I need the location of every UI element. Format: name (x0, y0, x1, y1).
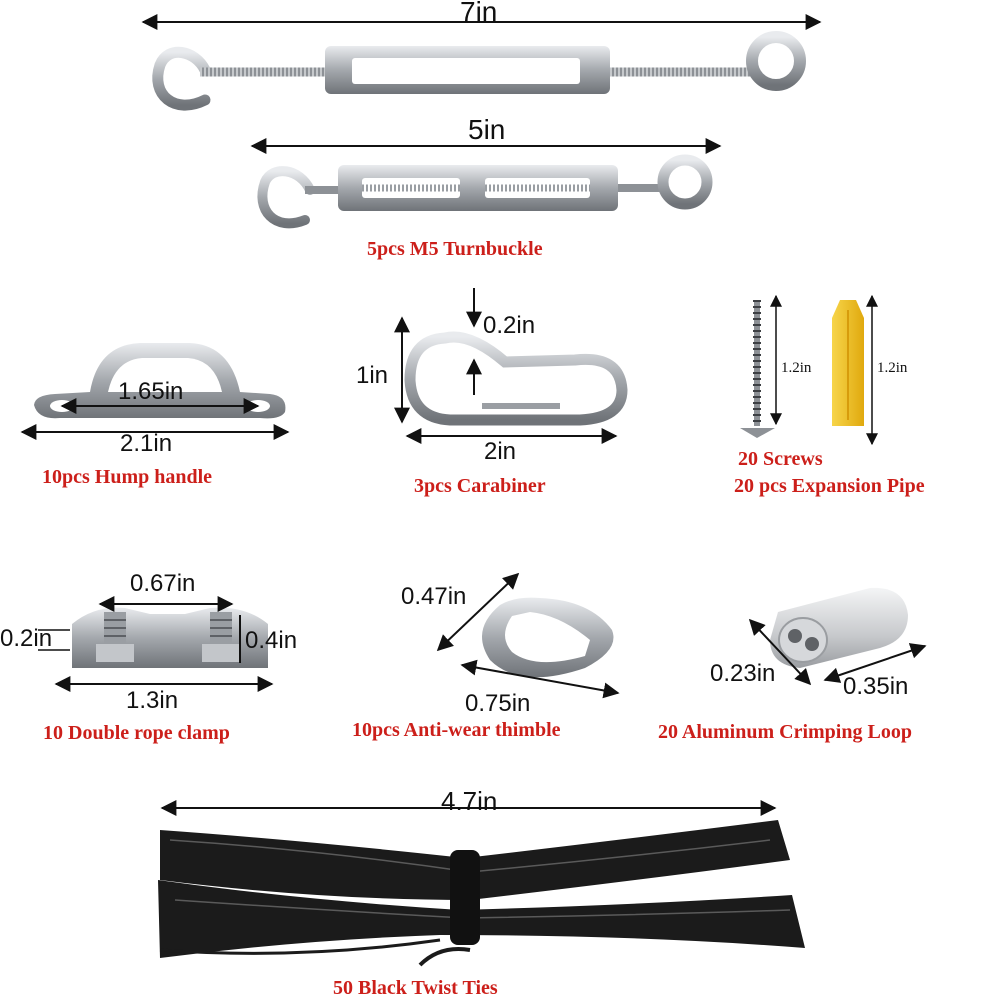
dim-clamp-top: 0.67in (130, 570, 196, 597)
dim-crimp-left: 0.23in (710, 660, 776, 687)
dim-turnbuckle-7in: 7in (460, 0, 498, 27)
caption-crimp-loop: 20 Aluminum Crimping Loop (658, 721, 912, 743)
aluminum-crimping-loop (748, 587, 927, 686)
dim-hump-outer: 2.1in (120, 430, 173, 457)
hump-handle (20, 343, 290, 440)
thimble (436, 572, 620, 699)
double-rope-clamp (38, 596, 274, 692)
dim-carabiner-width: 2in (484, 438, 517, 465)
caption-expansion-pipe: 20 pcs Expansion Pipe (734, 475, 925, 497)
dim-clamp-right: 0.4in (245, 627, 298, 654)
dim-turnbuckle-5in: 5in (468, 114, 506, 145)
dim-thimble-side: 0.47in (401, 583, 467, 610)
carabiner (394, 288, 628, 444)
turnbuckle-large (141, 14, 822, 111)
caption-thimble: 10pcs Anti-wear thimble (352, 719, 561, 741)
dim-thimble-bottom: 0.75in (465, 690, 531, 717)
caption-turnbuckle: 5pcs M5 Turnbuckle (367, 238, 543, 260)
turnbuckle-small (250, 138, 722, 229)
dim-screw-length: 1.2in (781, 360, 812, 376)
caption-screws: 20 Screws (738, 448, 823, 470)
dim-clamp-left: 0.2in (0, 625, 53, 652)
twist-ties-bundle (158, 800, 805, 967)
dim-carabiner-height: 1in (356, 362, 389, 389)
caption-rope-clamp: 10 Double rope clamp (43, 722, 230, 744)
dim-carabiner-gap: 0.2in (483, 312, 536, 339)
dim-twist-ties: 4.7in (441, 786, 498, 816)
caption-twist-ties: 50 Black Twist Ties (333, 977, 498, 999)
caption-hump-handle: 10pcs Hump handle (42, 466, 213, 488)
dim-hump-inner: 1.65in (118, 378, 184, 405)
caption-carabiner: 3pcs Carabiner (414, 475, 546, 497)
dim-crimp-right: 0.35in (843, 673, 909, 700)
dim-pipe-length: 1.2in (877, 360, 908, 376)
dim-clamp-bottom: 1.3in (126, 687, 179, 714)
screw-and-anchor (740, 294, 878, 446)
